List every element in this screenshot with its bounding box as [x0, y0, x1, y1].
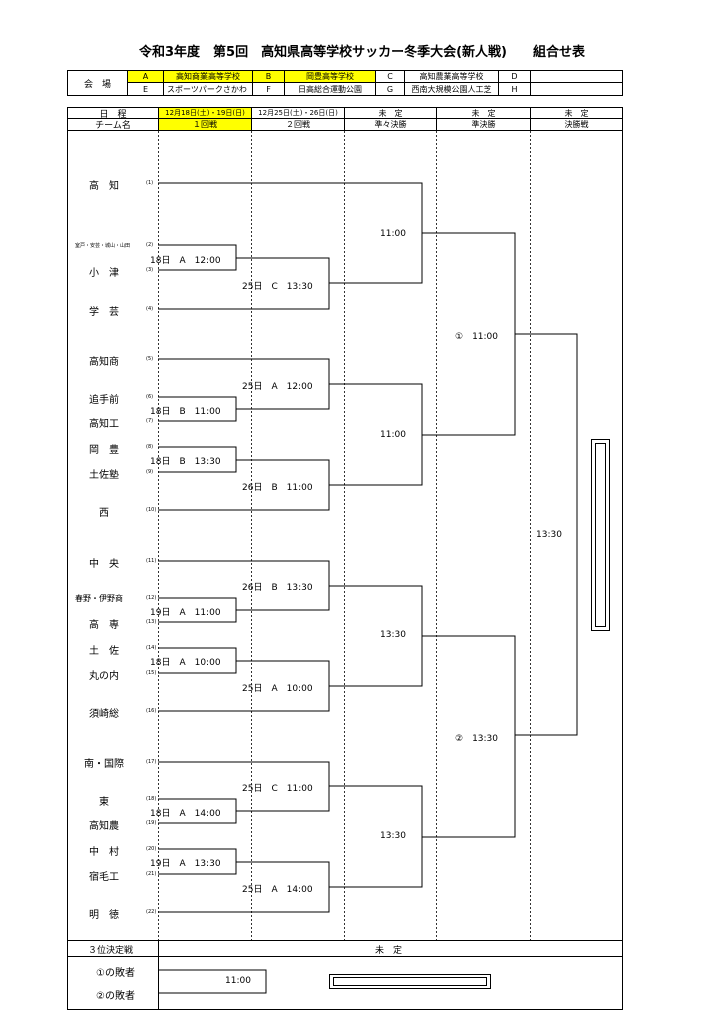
- team-seed: (14): [146, 645, 157, 651]
- match-label-r1: 18日 B 13:30: [150, 457, 221, 467]
- team-seed: (16): [146, 708, 157, 714]
- team-name: 土 佐: [89, 646, 119, 657]
- team-name: 春野・伊野商: [75, 594, 123, 603]
- match-label-r1: 19日 A 13:30: [150, 859, 221, 869]
- match-label-r2: 25日 A 14:00: [242, 885, 313, 895]
- team-seed: (12): [146, 595, 157, 601]
- team-seed: (5): [146, 356, 154, 362]
- match-label-r2: 25日 C 13:30: [242, 282, 313, 292]
- champion-box: [591, 439, 610, 631]
- team-seed: (20): [146, 846, 157, 852]
- team-seed: (4): [146, 306, 154, 312]
- match-label-qf: 13:30: [380, 630, 406, 640]
- match-label-r2: 25日 C 11:00: [242, 784, 313, 794]
- team-seed: (13): [146, 619, 157, 625]
- third-place-box: [329, 974, 491, 989]
- team-name: 西: [99, 508, 109, 519]
- team-seed: (2): [146, 242, 154, 248]
- match-label-final: 13:30: [536, 530, 562, 540]
- team-seed: (19): [146, 820, 157, 826]
- team-name: 高 知: [89, 181, 119, 192]
- team-name: 土佐塾: [89, 470, 119, 481]
- match-label-qf: 13:30: [380, 831, 406, 841]
- page-title: 令和3年度 第5回 高知県高等学校サッカー冬季大会(新人戦) 組合せ表: [139, 45, 585, 60]
- match-label-r1: 18日 A 10:00: [150, 658, 221, 668]
- third-place-loser1: ①の敗者: [96, 968, 135, 979]
- match-label-r1: 18日 A 14:00: [150, 809, 221, 819]
- team-seed: (3): [146, 267, 154, 273]
- team-name: 中 央: [89, 559, 119, 570]
- team-seed: (21): [146, 871, 157, 877]
- match-label-qf: 11:00: [380, 229, 406, 239]
- team-name: 東: [99, 797, 109, 808]
- team-name: 岡 豊: [89, 445, 119, 456]
- match-label-r2: 26日 B 13:30: [242, 583, 313, 593]
- team-seed: (7): [146, 418, 154, 424]
- match-label-r2: 25日 A 10:00: [242, 684, 313, 694]
- team-seed: (8): [146, 444, 154, 450]
- team-seed: (11): [146, 558, 157, 564]
- team-name: 室戸・安芸・城山・山田: [75, 243, 131, 249]
- match-label-sf: ① 11:00: [455, 332, 499, 342]
- team-name: 高知商: [89, 357, 119, 368]
- team-seed: (15): [146, 670, 157, 676]
- team-seed: (1): [146, 180, 154, 186]
- match-label-r1: 19日 A 11:00: [150, 608, 221, 618]
- third-place-loser2: ②の敗者: [96, 991, 135, 1002]
- team-name: 丸の内: [89, 671, 119, 682]
- third-place-schedule: 未 定: [375, 946, 403, 956]
- team-seed: (22): [146, 909, 157, 915]
- team-name: 小 津: [89, 268, 119, 279]
- team-seed: (9): [146, 469, 154, 475]
- team-name: 高知工: [89, 419, 119, 430]
- team-seed: (17): [146, 759, 157, 765]
- team-name: 中 村: [89, 847, 119, 858]
- match-label-sf: ② 13:30: [455, 734, 499, 744]
- team-seed: (18): [146, 796, 157, 802]
- team-name: 追手前: [89, 395, 119, 406]
- team-name: 学 芸: [89, 307, 119, 318]
- team-seed: (6): [146, 394, 154, 400]
- match-label-r1: 18日 A 12:00: [150, 256, 221, 266]
- team-name: 高知農: [89, 821, 119, 832]
- team-name: 南・国際: [84, 759, 124, 770]
- third-place-time: 11:00: [225, 976, 251, 986]
- team-name: 明 徳: [89, 910, 119, 921]
- team-seed: (10): [146, 507, 157, 513]
- venue-name-h: [530, 82, 623, 96]
- match-label-r2: 25日 A 12:00: [242, 382, 313, 392]
- team-name: 宿毛工: [89, 872, 119, 883]
- match-label-r2: 26日 B 11:00: [242, 483, 313, 493]
- team-name: 須崎総: [89, 709, 119, 720]
- third-place-label: ３位決定戦: [88, 946, 134, 956]
- match-label-r1: 18日 B 11:00: [150, 407, 221, 417]
- match-label-qf: 11:00: [380, 430, 406, 440]
- team-name: 高 専: [89, 620, 119, 631]
